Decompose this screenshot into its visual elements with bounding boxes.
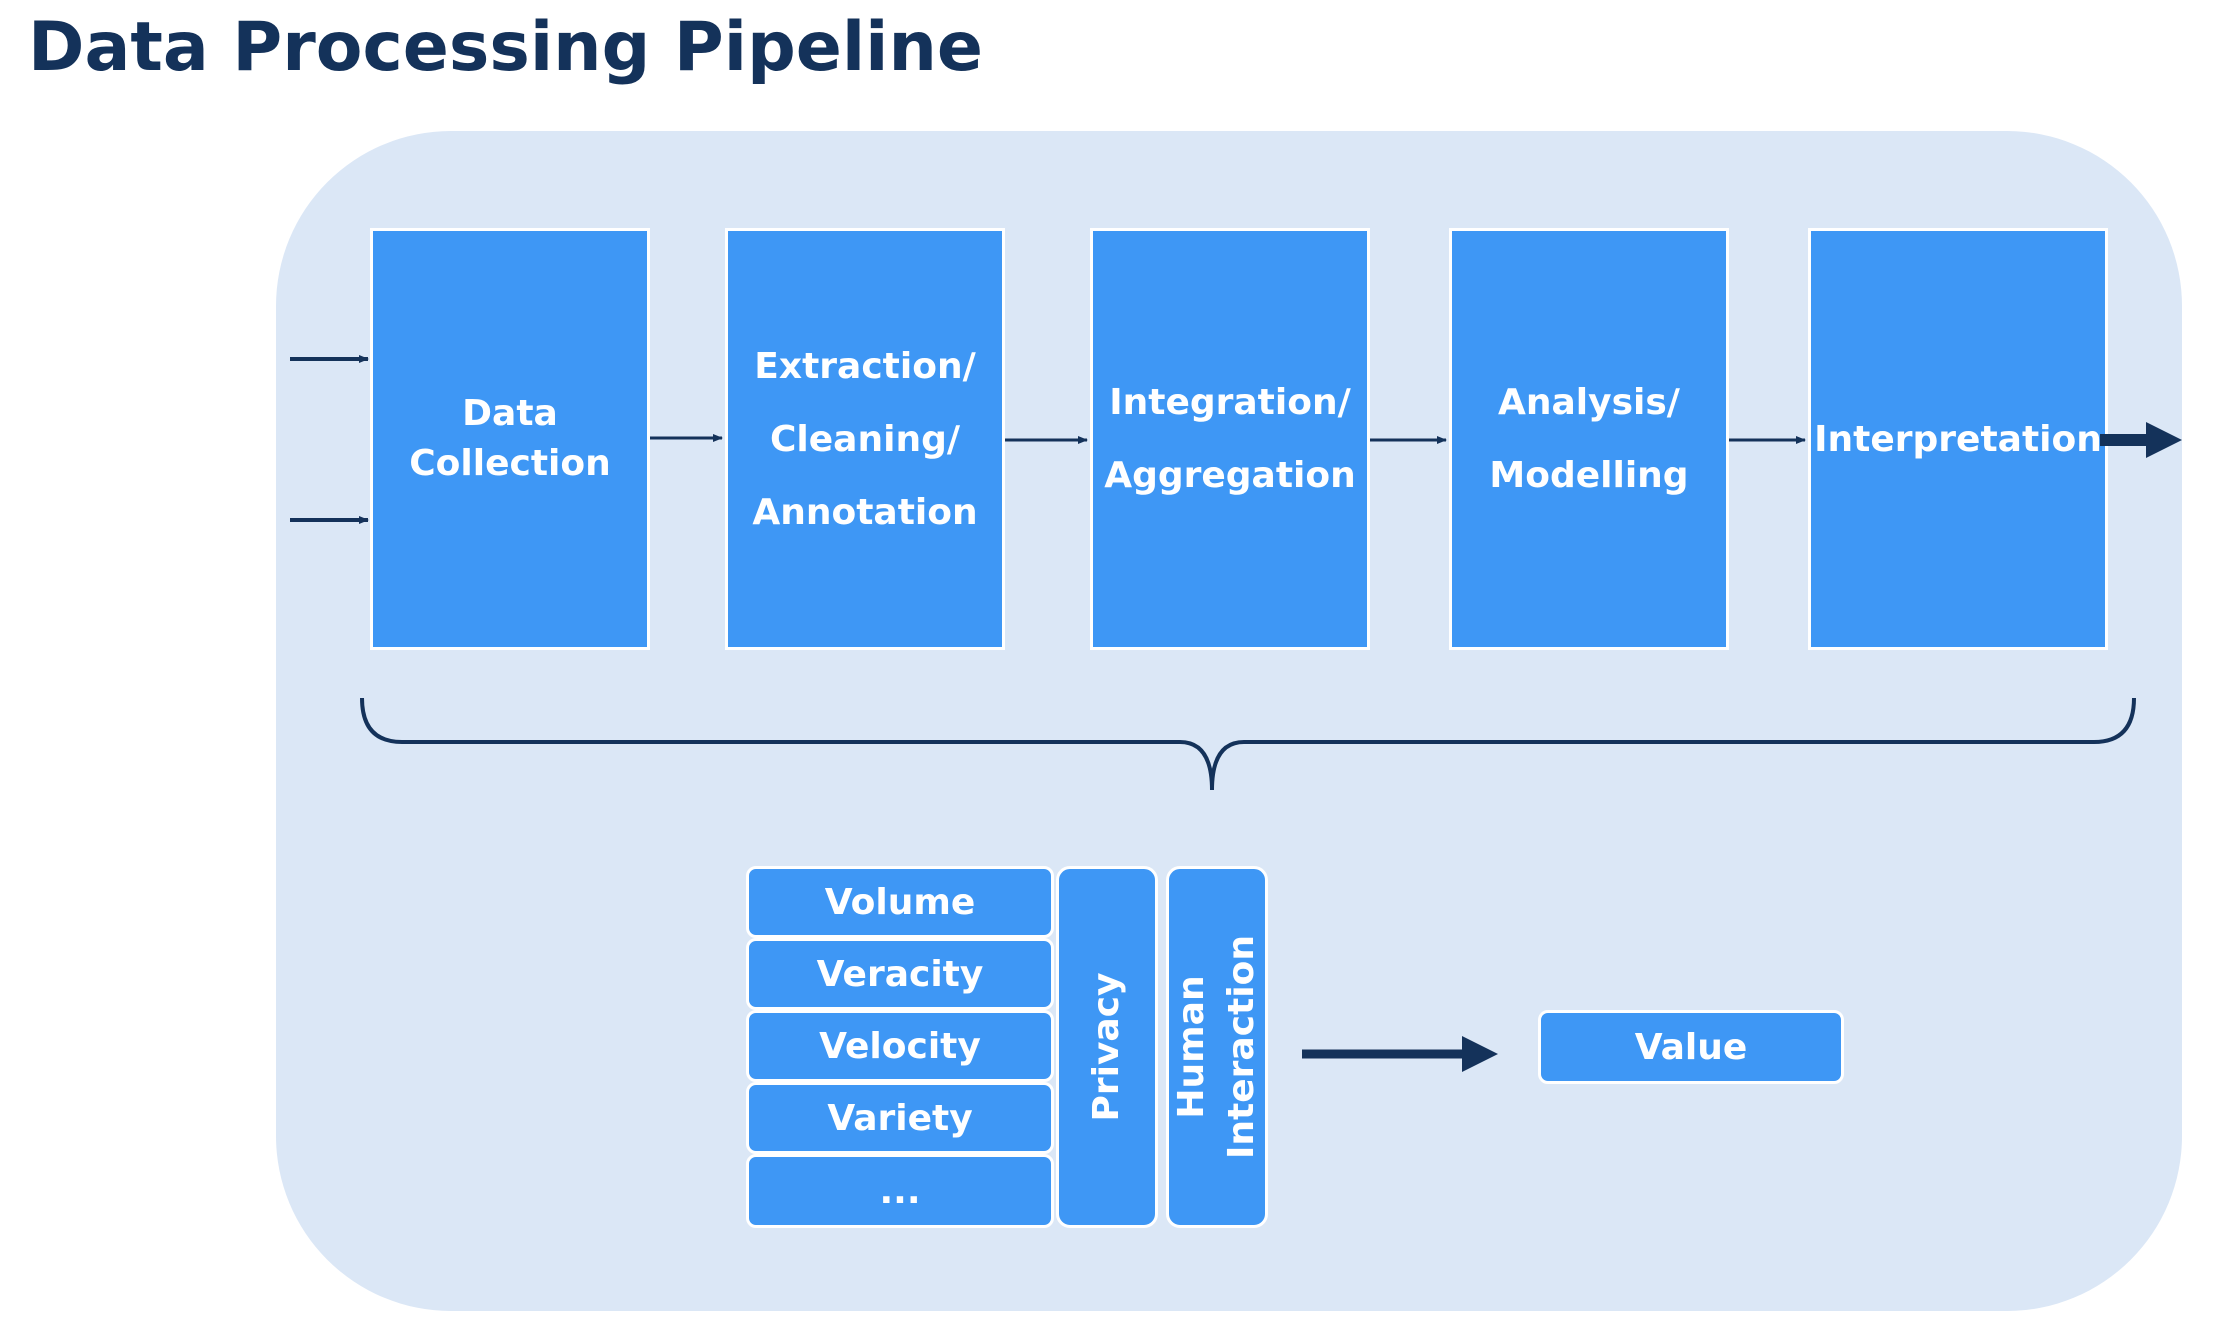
stage-extraction-cleaning-annotation: Extraction/ Cleaning/ Annotation (725, 228, 1005, 650)
stage-label: Interpretation (1814, 418, 2102, 460)
factor-variety: Variety (746, 1082, 1054, 1154)
value-arrow-head (1462, 1036, 1498, 1072)
stage-data-collection: Data Collection (370, 228, 650, 650)
stage-label: Data Collection (409, 393, 611, 484)
privacy-box: Privacy (1056, 866, 1158, 1228)
stage-integration-aggregation: Integration/ Aggregation (1090, 228, 1370, 650)
output-arrow-head (2146, 422, 2182, 458)
human-interaction-box: Human Interaction (1166, 866, 1268, 1228)
curly-brace (360, 697, 2136, 791)
stage-interpretation: Interpretation (1808, 228, 2108, 650)
factor-volume: Volume (746, 866, 1054, 938)
factor-velocity: Velocity (746, 1010, 1054, 1082)
stage-label: Analysis/ Modelling (1489, 382, 1689, 496)
stage-analysis-modelling: Analysis/ Modelling (1449, 228, 1729, 650)
page-title: Data Processing Pipeline (28, 8, 984, 87)
stage-label: Extraction/ Cleaning/ Annotation (752, 345, 978, 533)
factor-more: ... (746, 1154, 1054, 1228)
factor-veracity: Veracity (746, 938, 1054, 1010)
stage-label: Integration/ Aggregation (1104, 382, 1356, 496)
value-box: Value (1538, 1010, 1844, 1084)
